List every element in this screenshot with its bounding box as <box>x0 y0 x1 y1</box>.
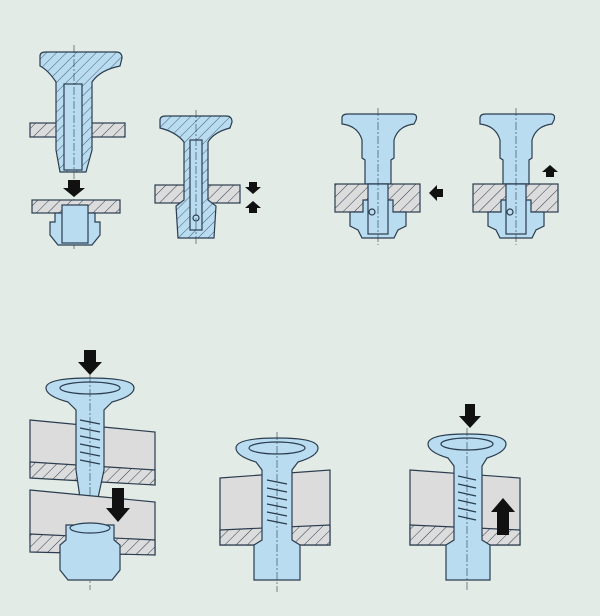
bushing-bore <box>69 522 111 534</box>
figure-plunger-retracted <box>472 108 559 245</box>
arrow-down-icon <box>63 180 85 197</box>
plunger-knob <box>341 113 418 185</box>
bushing-bore <box>61 204 89 244</box>
plunger-knob <box>479 113 556 185</box>
figure-plunger-engaged <box>334 108 443 245</box>
arrow-down-icon <box>459 404 481 428</box>
figure-spring-plunger-insert-step <box>29 350 156 590</box>
plunger-pin <box>63 83 83 171</box>
detent-ball <box>368 208 376 216</box>
arrow-up-icon <box>491 498 515 535</box>
arrow-up-icon <box>245 201 261 213</box>
arrow-up-icon <box>542 165 558 177</box>
figure-assembled-sectional <box>154 110 261 245</box>
arrow-down-icon <box>245 182 261 194</box>
arrow-down-icon <box>106 488 130 522</box>
figure-spring-plunger-assembled <box>219 432 331 592</box>
figure-spring-plunger-operation <box>409 404 521 592</box>
arrow-down-icon <box>78 350 102 375</box>
detent-ball <box>506 208 514 216</box>
spring-plunger <box>427 433 507 581</box>
threaded-bushing <box>59 524 121 581</box>
figure-assembly-insert-step <box>29 45 126 250</box>
arrow-left-icon <box>429 185 443 201</box>
